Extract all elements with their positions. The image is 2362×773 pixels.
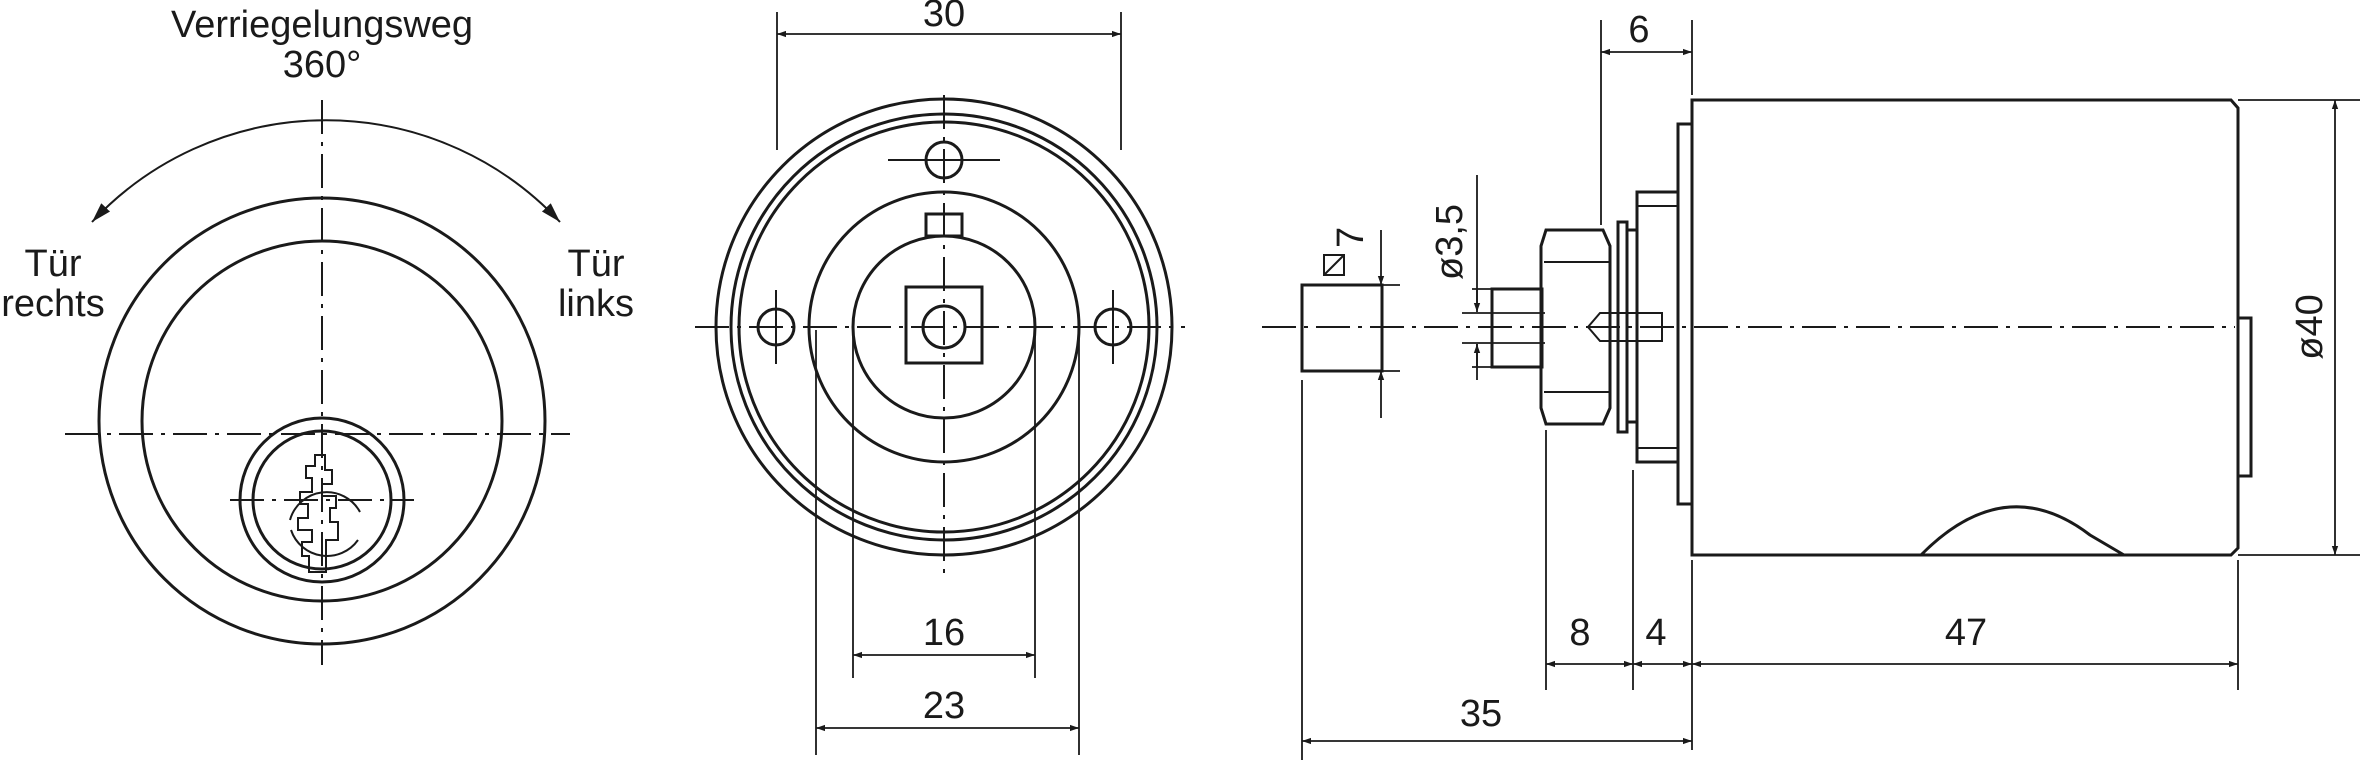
dim-pin-diameter: ø3,5	[1429, 204, 1471, 280]
back-view: 30 16 23	[695, 0, 1185, 755]
rotation-title: Verriegelungsweg	[171, 4, 473, 46]
dim-body-length: 47	[1945, 612, 1987, 654]
door-left-label-2: links	[558, 283, 634, 325]
dim-collar-length: 8	[1569, 612, 1590, 654]
dim-body-diameter: ø40	[2289, 294, 2331, 359]
dim-flange-thickness: 4	[1645, 612, 1666, 654]
rotation-angle: 360°	[283, 44, 362, 86]
door-left-label-1: Tür	[568, 243, 625, 285]
dim-shaft-length: 35	[1460, 693, 1502, 735]
door-right-label-1: Tür	[25, 243, 82, 285]
dim-flange-width: 30	[923, 0, 965, 35]
dim-cam-inner: 16	[923, 612, 965, 654]
door-right-label-2: rechts	[1, 283, 104, 325]
dim-front-offset: 6	[1628, 9, 1649, 51]
rotation-arrow	[91, 119, 561, 223]
front-view: Verriegelungsweg 360° Tür rechts Tür lin…	[1, 4, 634, 665]
square-diagonal-icon	[1323, 254, 1345, 276]
dim-square-size: 7	[1330, 227, 1372, 248]
key-profile-icon	[289, 454, 361, 573]
side-view: 6 7 ø3,5 ø40 8 4 47	[1262, 9, 2360, 760]
dim-cam-outer: 23	[923, 685, 965, 727]
